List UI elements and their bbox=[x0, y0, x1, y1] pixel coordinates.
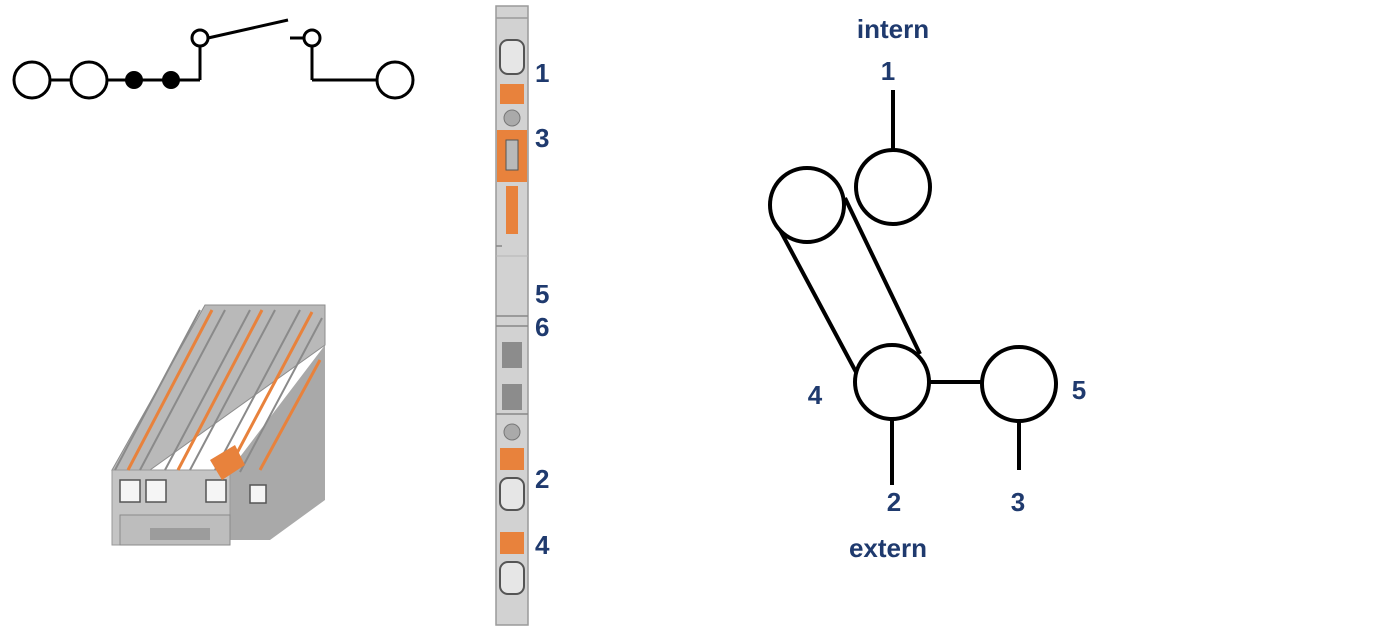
node-label-2: 2 bbox=[887, 487, 901, 517]
junction-dot-2 bbox=[162, 71, 180, 89]
node-4 bbox=[853, 343, 931, 421]
terminal-circle-2 bbox=[69, 60, 109, 100]
switch-blade bbox=[207, 18, 289, 40]
node-1 bbox=[854, 148, 932, 226]
label-extern: extern bbox=[849, 533, 927, 563]
switch-contact-left bbox=[190, 28, 210, 48]
strip-label-1: 1 bbox=[535, 58, 549, 88]
wiring-diagram bbox=[768, 90, 1058, 485]
node-label-5: 5 bbox=[1072, 375, 1086, 405]
node-label-3: 3 bbox=[1011, 487, 1025, 517]
terminal-strip bbox=[495, 5, 529, 626]
schematic-symbol bbox=[12, 18, 415, 100]
strip-label-3: 3 bbox=[535, 123, 549, 153]
product-image bbox=[111, 304, 326, 546]
strip-label-5: 5 bbox=[535, 279, 549, 309]
push-button-orange bbox=[500, 84, 524, 104]
label-intern: intern bbox=[857, 14, 929, 44]
terminal-circle-1 bbox=[12, 60, 52, 100]
push-button-orange bbox=[500, 448, 524, 470]
switch-contact-right bbox=[302, 28, 322, 48]
node-5 bbox=[980, 345, 1058, 423]
strip-label-4: 4 bbox=[535, 530, 550, 560]
push-button-orange bbox=[500, 532, 524, 554]
junction-dot-1 bbox=[125, 71, 143, 89]
strip-label-6: 6 bbox=[535, 312, 549, 342]
node-label-4: 4 bbox=[808, 380, 823, 410]
terminal-circle-3 bbox=[375, 60, 415, 100]
node-label-1: 1 bbox=[881, 56, 895, 86]
node-upper-left bbox=[768, 166, 846, 244]
strip-label-2: 2 bbox=[535, 464, 549, 494]
